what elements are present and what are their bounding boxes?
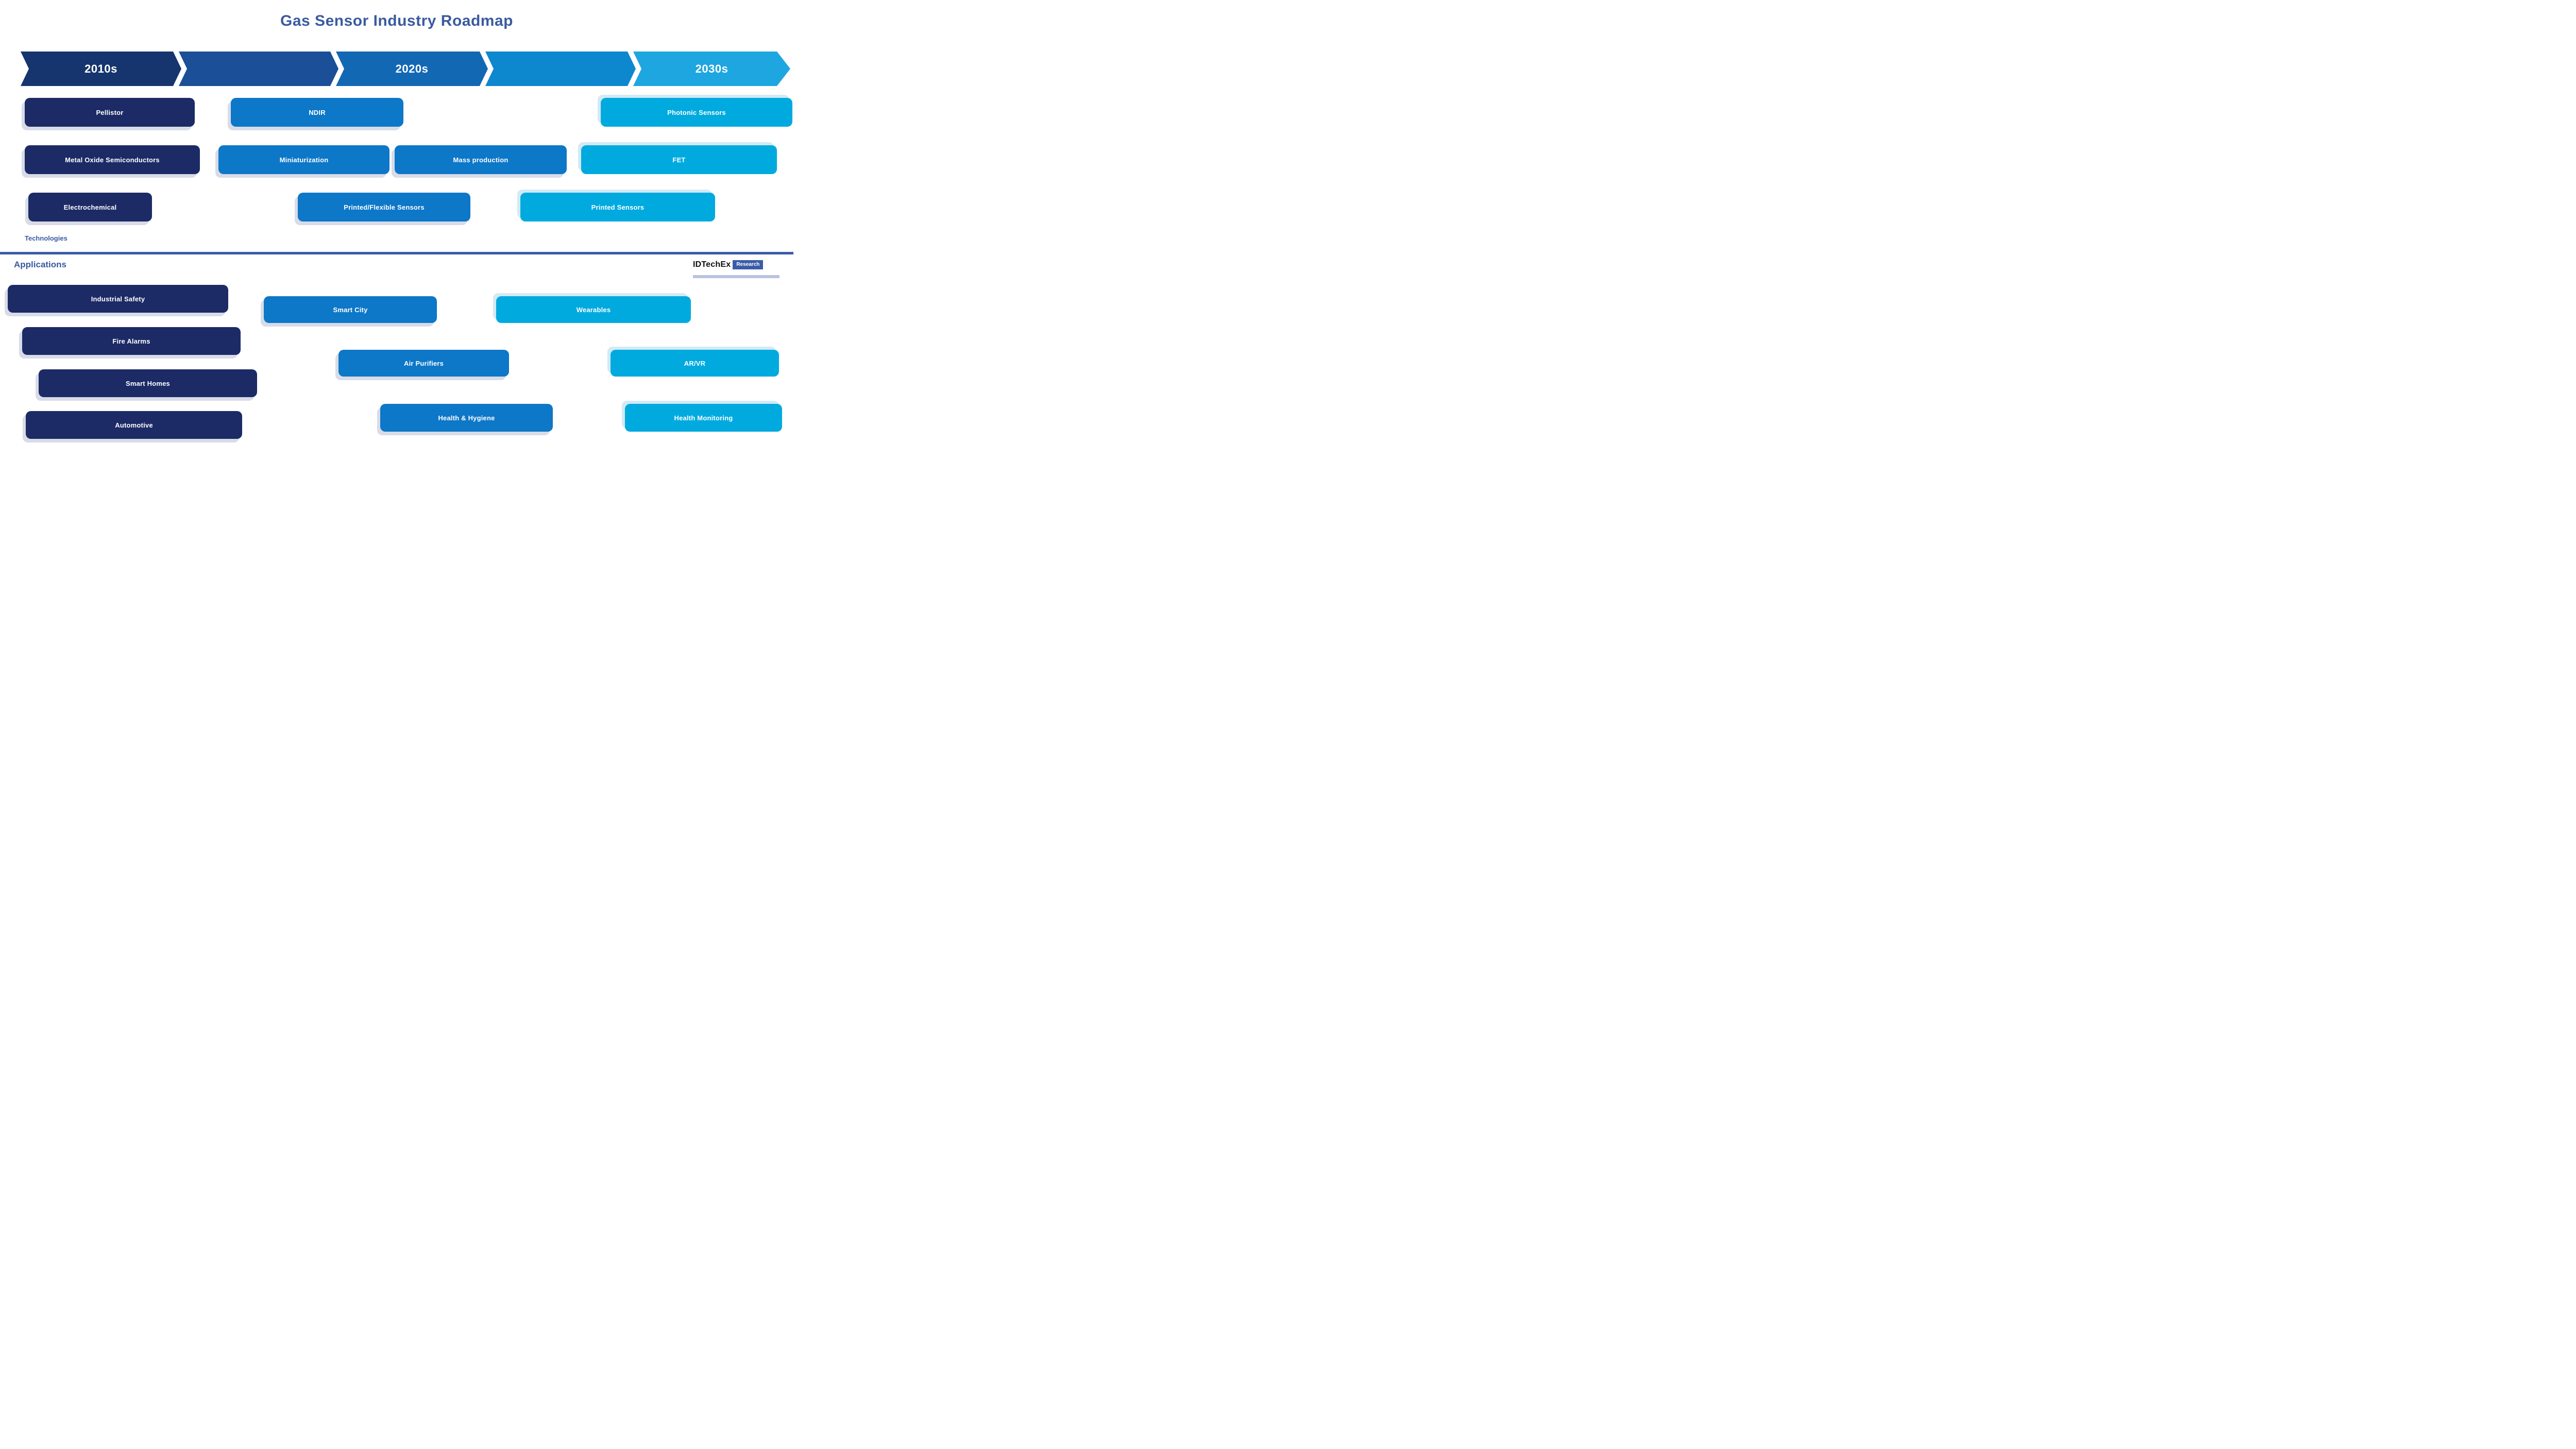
tech-box-mass-production: Mass production: [395, 145, 567, 174]
tech-box-metal-oxide-semiconductors: Metal Oxide Semiconductors: [25, 145, 200, 174]
app-box-health-monitoring: Health Monitoring: [625, 404, 782, 432]
technologies-section-label: Technologies: [25, 234, 67, 242]
decade-label-2020s: 2020s: [395, 62, 429, 75]
app-label: Smart Homes: [125, 379, 170, 387]
tech-label: NDIR: [309, 108, 326, 116]
tech-label: Printed/Flexible Sensors: [344, 203, 425, 211]
timeline-segment-2030s: 2030s: [633, 52, 790, 86]
applications-section-label: Applications: [14, 260, 67, 269]
tech-box-printed-sensors: Printed Sensors: [520, 193, 715, 221]
tech-label: Miniaturization: [279, 156, 329, 164]
app-label: Air Purifiers: [403, 359, 444, 367]
app-label: Fire Alarms: [112, 337, 150, 345]
app-box-health-hygiene: Health & Hygiene: [380, 404, 553, 432]
tech-label: Photonic Sensors: [667, 108, 726, 116]
app-label: Health Monitoring: [674, 414, 733, 422]
app-box-ar-vr: AR/VR: [611, 350, 779, 377]
decade-label-2010s: 2010s: [84, 62, 117, 75]
app-label: Health & Hygiene: [438, 414, 495, 422]
tech-box-fet: FET: [581, 145, 777, 174]
tech-box-photonic-sensors: Photonic Sensors: [601, 98, 792, 127]
app-label: Smart City: [333, 305, 368, 314]
tech-box-printed-flexible-sensors: Printed/Flexible Sensors: [298, 193, 470, 221]
app-label: Wearables: [576, 305, 611, 314]
tech-label: Mass production: [453, 156, 509, 164]
app-box-automotive: Automotive: [26, 411, 242, 439]
timeline-segment-blank-2: [485, 52, 636, 86]
idtechex-logo-tag: Research: [733, 260, 764, 269]
roadmap-canvas: Gas Sensor Industry Roadmap 2010s 2020s …: [0, 0, 793, 446]
tech-label: Electrochemical: [63, 203, 117, 211]
tech-box-electrochemical: Electrochemical: [28, 193, 152, 221]
app-label: Industrial Safety: [91, 295, 145, 303]
idtechex-logo-wordmark: IDTechEx: [693, 260, 731, 269]
tech-box-miniaturization: Miniaturization: [218, 145, 389, 174]
app-label: Automotive: [115, 421, 153, 429]
page-title: Gas Sensor Industry Roadmap: [280, 12, 513, 29]
app-label: AR/VR: [684, 359, 706, 367]
section-divider: [0, 252, 793, 254]
idtechex-logo: IDTechEx Research: [693, 260, 764, 269]
tech-box-pellistor: Pellistor: [25, 98, 195, 127]
tech-label: FET: [672, 156, 686, 164]
tech-label: Pellistor: [96, 108, 124, 116]
tech-label: Metal Oxide Semiconductors: [65, 156, 160, 164]
idtechex-logo-underline: [693, 275, 779, 278]
app-box-fire-alarms: Fire Alarms: [22, 327, 241, 355]
app-box-smart-city: Smart City: [264, 296, 437, 323]
app-box-smart-homes: Smart Homes: [39, 369, 257, 397]
tech-label: Printed Sensors: [591, 203, 645, 211]
tech-box-ndir: NDIR: [231, 98, 403, 127]
app-box-industrial-safety: Industrial Safety: [8, 285, 228, 313]
timeline-segment-2020s: 2020s: [336, 52, 488, 86]
app-box-air-purifiers: Air Purifiers: [338, 350, 509, 377]
decade-label-2030s: 2030s: [695, 62, 728, 75]
timeline-segment-2010s: 2010s: [21, 52, 181, 86]
timeline-segment-blank-1: [179, 52, 338, 86]
app-box-wearables: Wearables: [496, 296, 691, 323]
